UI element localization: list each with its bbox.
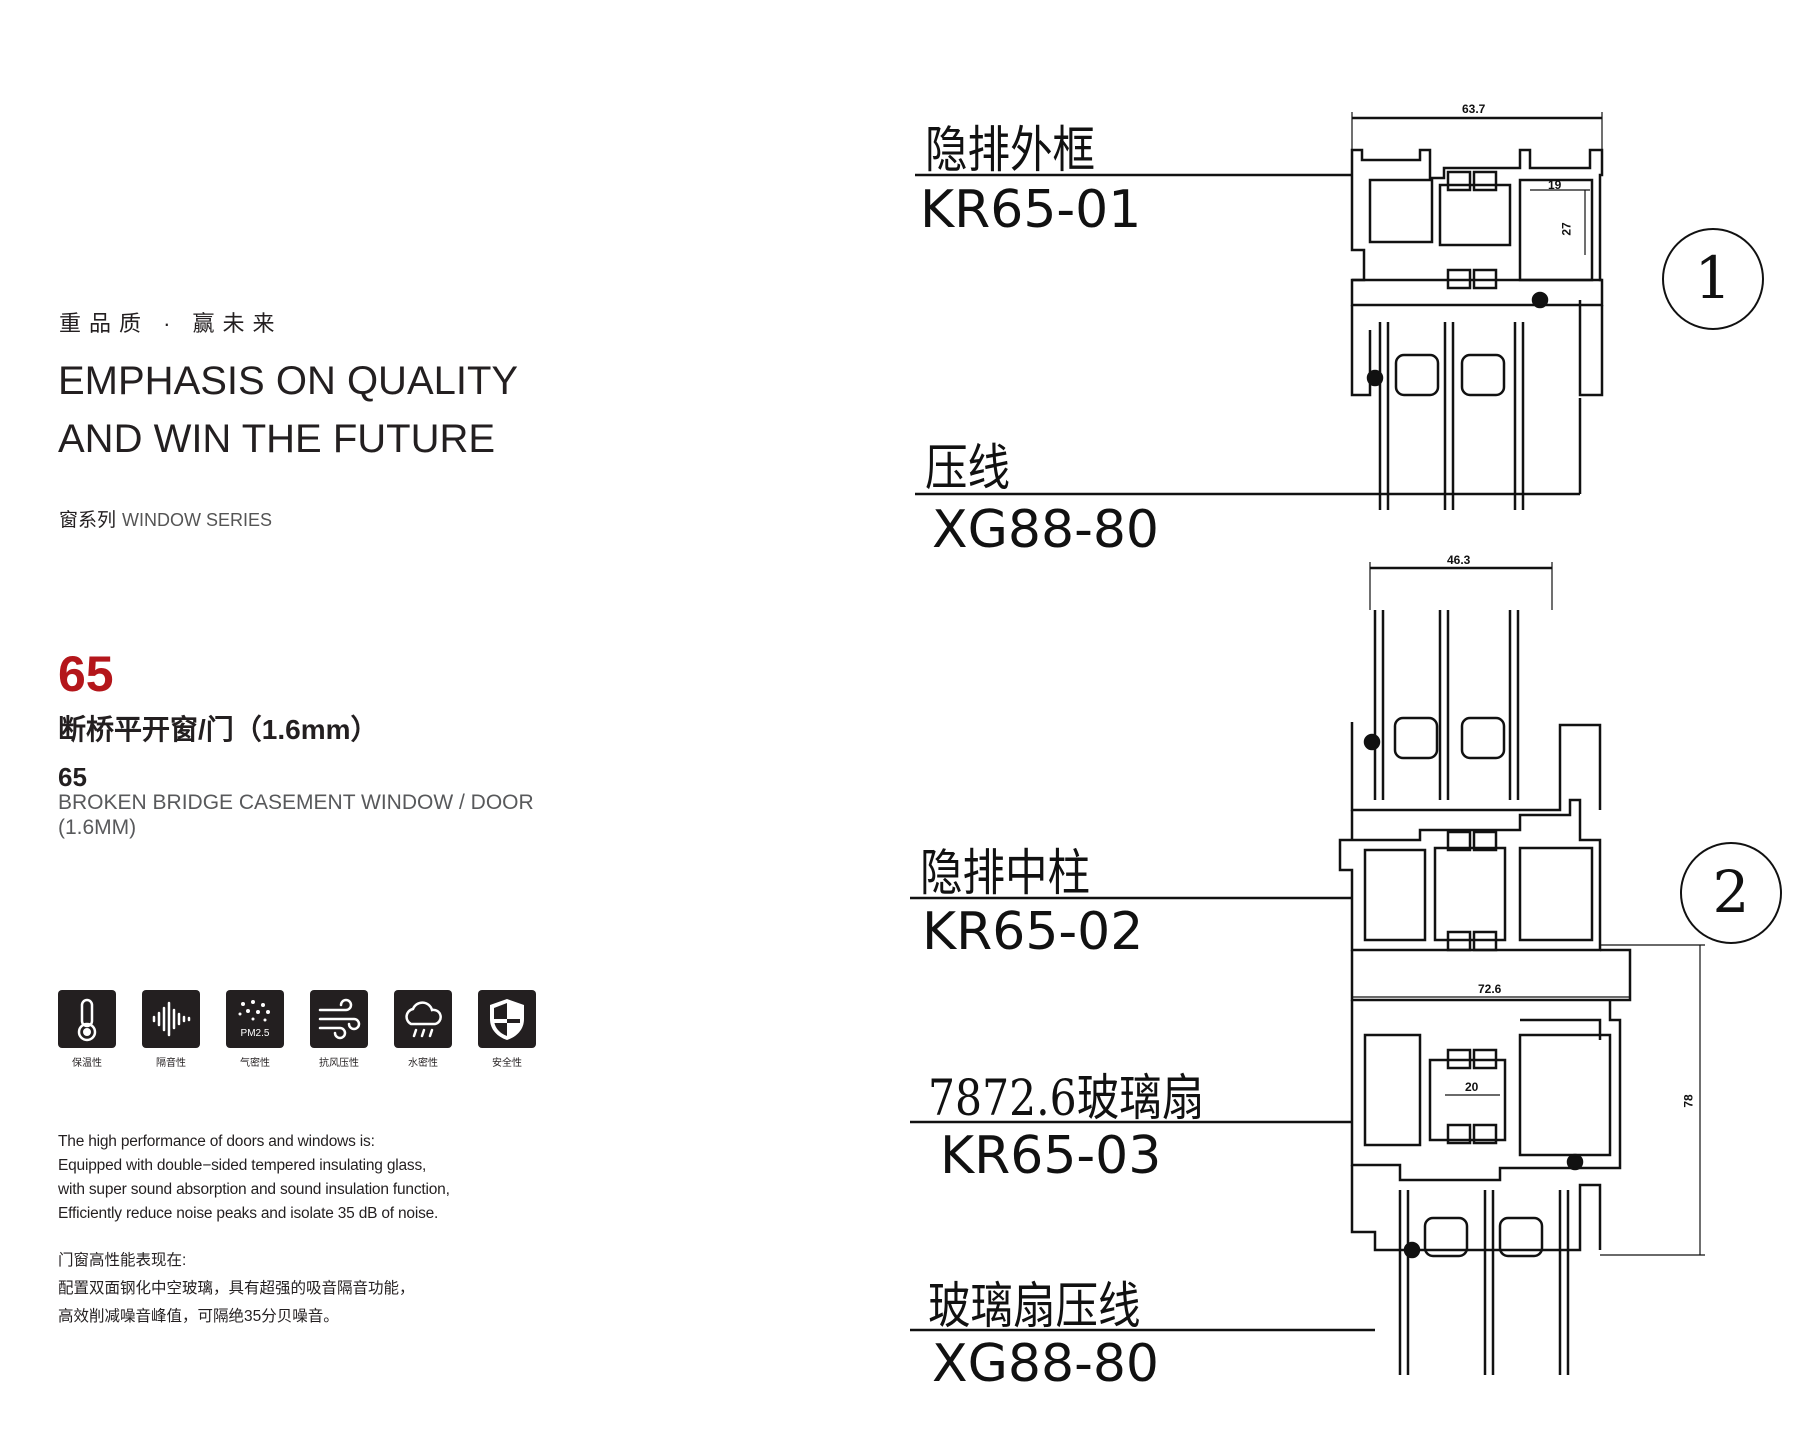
slogan-en-line2: AND WIN THE FUTURE xyxy=(58,417,496,461)
frame-label: 隐排外框 xyxy=(925,121,1095,179)
slogan-en-line1: EMPHASIS ON QUALITY xyxy=(58,359,519,403)
dim-b-1: 27 xyxy=(1559,222,1574,236)
slogan-cn: 重品质 · 赢未来 xyxy=(59,311,283,336)
pm25-icon-text: PM2.5 xyxy=(241,1028,270,1039)
series-en: WINDOW SERIES xyxy=(122,510,273,530)
description-cn-line: 配置双面钢化中空玻璃，具有超强的吸音隔音功能， xyxy=(58,1280,415,1297)
frame-code: KR65-01 xyxy=(920,180,1142,240)
feature-label-watertight: 水密性 xyxy=(408,1058,438,1069)
model-number: 65 xyxy=(58,646,114,702)
shield-icon xyxy=(478,990,536,1048)
description-en-line: Equipped with double−sided tempered insu… xyxy=(58,1157,427,1174)
dim-top-width-2: 46.3 xyxy=(1447,553,1471,567)
bead-code-2: XG88-80 xyxy=(932,1334,1160,1394)
drawing-badge-2: 2 xyxy=(1680,842,1782,944)
wind-icon xyxy=(310,990,368,1048)
feature-label-wind: 抗风压性 xyxy=(319,1058,359,1069)
mullion-label: 隐排中柱 xyxy=(920,844,1090,902)
model-name-cn: 断桥平开窗/门（1.6mm） xyxy=(58,714,379,745)
frame-profile-1 xyxy=(1350,148,1604,397)
glass-panes-2-top xyxy=(1350,610,1602,812)
dim-width-1: 63.7 xyxy=(1462,102,1486,116)
bead-label-2: 玻璃扇压线 xyxy=(928,1277,1141,1335)
feature-label-airtight: 气密性 xyxy=(240,1058,270,1069)
feature-icons: 保温性 隔音性 PM2.5 气密性 抗风压性 水密性 xyxy=(58,990,618,1070)
pm25-icon: PM2.5 xyxy=(226,990,284,1048)
thermometer-icon xyxy=(58,990,116,1048)
glass-panes-1 xyxy=(1378,322,1525,510)
sound-wave-icon xyxy=(142,990,200,1048)
model-name-en-line1: BROKEN BRIDGE CASEMENT WINDOW / DOOR xyxy=(58,791,534,814)
dim-inner-2: 20 xyxy=(1465,1080,1479,1094)
description-cn-line: 门窗高性能表现在: xyxy=(58,1252,187,1269)
glass-panes-2-bottom xyxy=(1398,1190,1570,1375)
sash-profile xyxy=(1350,1000,1622,1252)
model-number-en: 65 xyxy=(58,762,87,792)
dim-sash-width-2: 72.6 xyxy=(1478,982,1502,996)
mullion-code: KR65-02 xyxy=(922,902,1144,962)
description-cn: 门窗高性能表现在: 配置双面钢化中空玻璃，具有超强的吸音隔音功能， 高效削减噪音… xyxy=(58,1247,578,1331)
description-en-line: The high performance of doors and window… xyxy=(58,1133,375,1150)
sash-code: KR65-03 xyxy=(940,1126,1162,1186)
sash-label: 7872.6玻璃扇 xyxy=(928,1069,1205,1127)
feature-label-sound: 隔音性 xyxy=(156,1058,186,1069)
description-cn-line: 高效削减噪音峰值，可隔绝35分贝噪音。 xyxy=(58,1308,339,1325)
model-name-en-line2: (1.6MM) xyxy=(58,816,137,839)
model-name-en: BROKEN BRIDGE CASEMENT WINDOW / DOOR (1.… xyxy=(58,790,618,840)
rain-cloud-icon xyxy=(394,990,452,1048)
dim-a-1: 19 xyxy=(1548,178,1562,192)
description-en-line: with super sound absorption and sound in… xyxy=(58,1181,450,1198)
series-cn: 窗系列 xyxy=(59,510,117,531)
feature-label-insulation: 保温性 xyxy=(72,1058,102,1069)
dim-height-2: 78 xyxy=(1681,1094,1696,1108)
drawing-badge-1: 1 xyxy=(1662,228,1764,330)
bead-label-1: 压线 xyxy=(925,439,1010,497)
slogan-en: EMPHASIS ON QUALITY AND WIN THE FUTURE xyxy=(58,352,518,468)
bead-code-1: XG88-80 xyxy=(932,500,1160,560)
description-en: The high performance of doors and window… xyxy=(58,1130,578,1226)
description-en-line: Efficiently reduce noise peaks and isola… xyxy=(58,1205,439,1222)
mullion-profile xyxy=(1338,798,1632,1002)
feature-label-safety: 安全性 xyxy=(492,1058,522,1069)
